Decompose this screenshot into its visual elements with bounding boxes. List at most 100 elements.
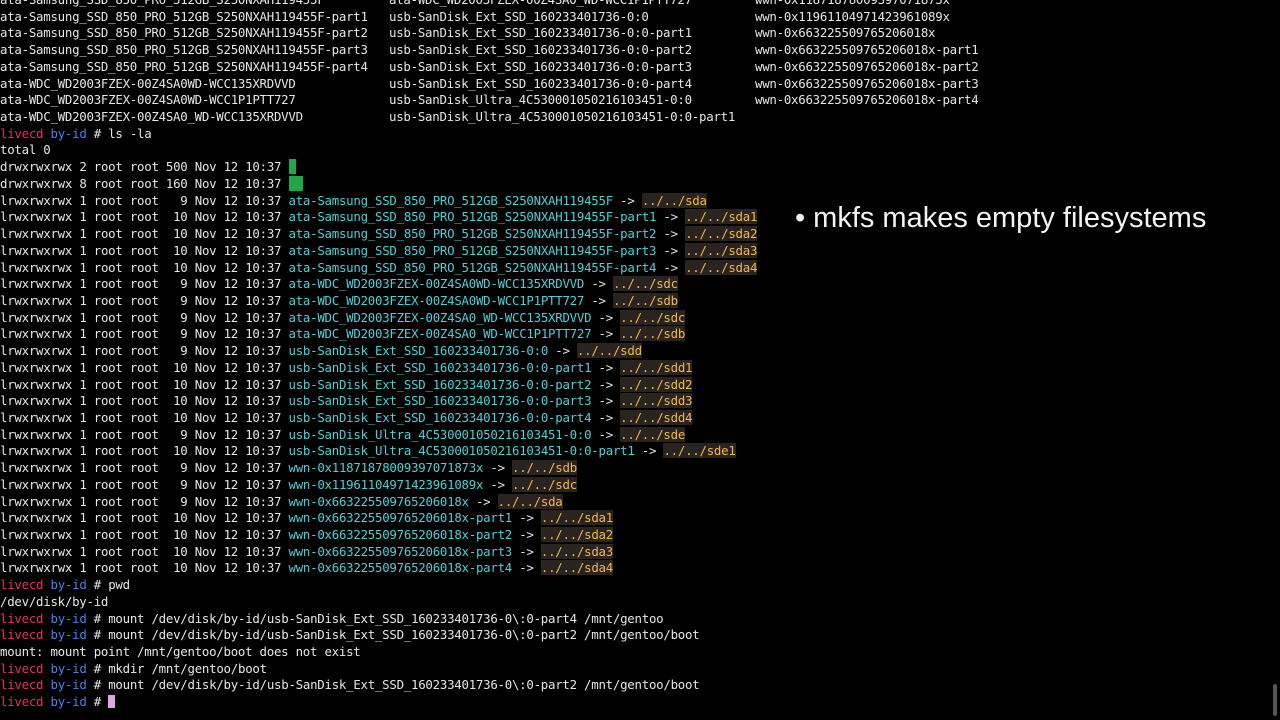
listing-entry: wwn-0x663225509765206018x [755, 25, 936, 41]
ls-links: 1 [79, 493, 87, 509]
ls-arrow: -> [490, 476, 505, 492]
ls-date: Nov 12 10:37 [194, 175, 282, 191]
ls-links: 1 [79, 326, 87, 342]
ls-links: 1 [79, 209, 87, 225]
ls-date: Nov 12 10:37 [194, 276, 282, 292]
ls-name: ata-WDC_WD2003FZEX-00Z4SA0WD-WCC1P1PTT72… [288, 292, 585, 308]
ls-arrow: -> [641, 443, 657, 459]
terminal-cursor[interactable] [108, 695, 116, 709]
ls-arrow: -> [663, 242, 678, 258]
scrollbar-thumb[interactable] [1273, 684, 1277, 716]
ls-links: 1 [79, 359, 87, 375]
ls-date: Nov 12 10:37 [194, 292, 282, 308]
ls-perms: lrwxrwxrwx [0, 543, 73, 559]
output-text: mount: mount point /mnt/gentoo/boot does… [0, 644, 361, 660]
ls-perms: lrwxrwxrwx [0, 309, 73, 325]
prompt-line: livecd by-id # ls -la [0, 126, 1280, 143]
prompt-host: livecd [0, 577, 44, 593]
ls-row: lrwxrwxrwx 1 root root 10 Nov 12 10:37 u… [0, 376, 1280, 394]
ls-group: root [129, 560, 159, 576]
caption-text: mkfs makes empty filesystems [813, 202, 1207, 234]
output-text: /dev/disk/by-id [0, 593, 109, 609]
ls-perms: lrwxrwxrwx [0, 359, 73, 375]
ls-owner: root [93, 209, 123, 225]
ls-name: usb-SanDisk_Ext_SSD_160233401736-0:0-par… [288, 359, 592, 375]
ls-group: root [129, 443, 159, 459]
ls-target: ../../sda1 [685, 209, 758, 225]
ls-arrow: -> [519, 510, 534, 526]
ls-owner: root [93, 443, 123, 459]
ls-group: root [129, 493, 159, 509]
ls-date: Nov 12 10:37 [194, 543, 282, 559]
ls-size: 500 [165, 159, 188, 175]
ls-owner: root [93, 527, 123, 542]
ls-target: ../../sdc [512, 476, 577, 492]
ls-arrow: -> [598, 426, 614, 442]
prompt-line: livecd by-id # mount /dev/disk/by-id/usb… [0, 627, 1280, 644]
ls-size: 9 [165, 426, 188, 442]
ls-perms: lrwxrwxrwx [0, 376, 73, 392]
ls-links: 1 [79, 476, 87, 492]
ls-name: wwn-0x11871878009397071873x [288, 460, 484, 476]
ls-date: Nov 12 10:37 [194, 476, 282, 492]
ls-name: ata-Samsung_SSD_850_PRO_512GB_S250NXAH11… [288, 192, 614, 208]
ls-arrow: -> [598, 393, 614, 409]
ls-target: ../../sdb [512, 460, 577, 476]
ls-row: lrwxrwxrwx 1 root root 9 Nov 12 10:37 ww… [0, 460, 1280, 477]
ls-group: root [129, 309, 159, 325]
ls-row: lrwxrwxrwx 1 root root 10 Nov 12 10:37 a… [0, 209, 1280, 226]
ls-name: ata-Samsung_SSD_850_PRO_512GB_S250NXAH11… [288, 209, 657, 225]
ls-owner: root [93, 175, 123, 191]
ls-owner: root [93, 326, 123, 342]
ls-links: 1 [79, 510, 87, 526]
listing-entry: usb-SanDisk_Ultra_4C530001050216103451-0… [389, 109, 736, 125]
ls-row: drwxrwxrwx 8 root root 160 Nov 12 10:37 … [0, 175, 1280, 193]
ls-row: lrwxrwxrwx 1 root root 10 Nov 12 10:37 a… [0, 259, 1280, 277]
ls-date: Nov 12 10:37 [194, 242, 282, 258]
ls-size: 10 [165, 510, 188, 526]
ls-perms: lrwxrwxrwx [0, 226, 73, 242]
ls-arrow: -> [475, 493, 491, 509]
ls-perms: lrwxrwxrwx [0, 393, 73, 409]
ls-owner: root [93, 510, 123, 526]
ls-owner: root [93, 493, 123, 509]
ls-arrow: -> [663, 226, 678, 242]
ls-row: lrwxrwxrwx 1 root root 10 Nov 12 10:37 u… [0, 443, 1280, 460]
ls-arrow: -> [620, 192, 635, 208]
ls-date: Nov 12 10:37 [194, 409, 282, 425]
ls-name: wwn-0x663225509765206018x-part2 [288, 527, 513, 542]
output-text: total 0 [0, 142, 51, 158]
ls-owner: root [93, 460, 123, 476]
ls-links: 2 [79, 159, 87, 175]
ls-size: 9 [165, 309, 188, 325]
slide-caption: •mkfs makes empty filesystems [795, 202, 1206, 235]
ls-row: lrwxrwxrwx 1 root root 9 Nov 12 10:37 ww… [0, 493, 1280, 511]
ls-date: Nov 12 10:37 [194, 192, 282, 208]
ls-links: 1 [79, 409, 87, 425]
ls-target: ../../sdb [620, 326, 686, 342]
ls-size: 10 [165, 209, 188, 225]
ls-links: 1 [79, 226, 87, 242]
ls-arrow: -> [598, 359, 614, 375]
prompt-dir: by-id [50, 627, 87, 643]
prompt-dir: by-id [50, 610, 87, 626]
ls-target: ../../sda1 [540, 510, 613, 526]
ls-name: wwn-0x663225509765206018x-part4 [288, 560, 513, 576]
ls-arrow: -> [598, 376, 614, 392]
ls-group: root [129, 409, 159, 425]
ls-group: root [129, 192, 159, 208]
ls-date: Nov 12 10:37 [194, 326, 282, 342]
ls-arrow: -> [598, 409, 614, 425]
ls-arrow: -> [519, 560, 534, 576]
output-line: mount: mount point /mnt/gentoo/boot does… [0, 644, 1280, 661]
ls-name: usb-SanDisk_Ext_SSD_160233401736-0:0 [288, 343, 549, 359]
ls-target: ../../sdd1 [620, 359, 693, 375]
ls-group: root [129, 326, 159, 342]
ls-group: root [129, 376, 159, 392]
listing-entry: wwn-0x663225509765206018x-part3 [755, 75, 979, 91]
ls-group: root [129, 426, 159, 442]
ls-group: root [129, 343, 159, 359]
ls-owner: root [93, 292, 123, 308]
prompt-symbol: # [93, 660, 101, 676]
